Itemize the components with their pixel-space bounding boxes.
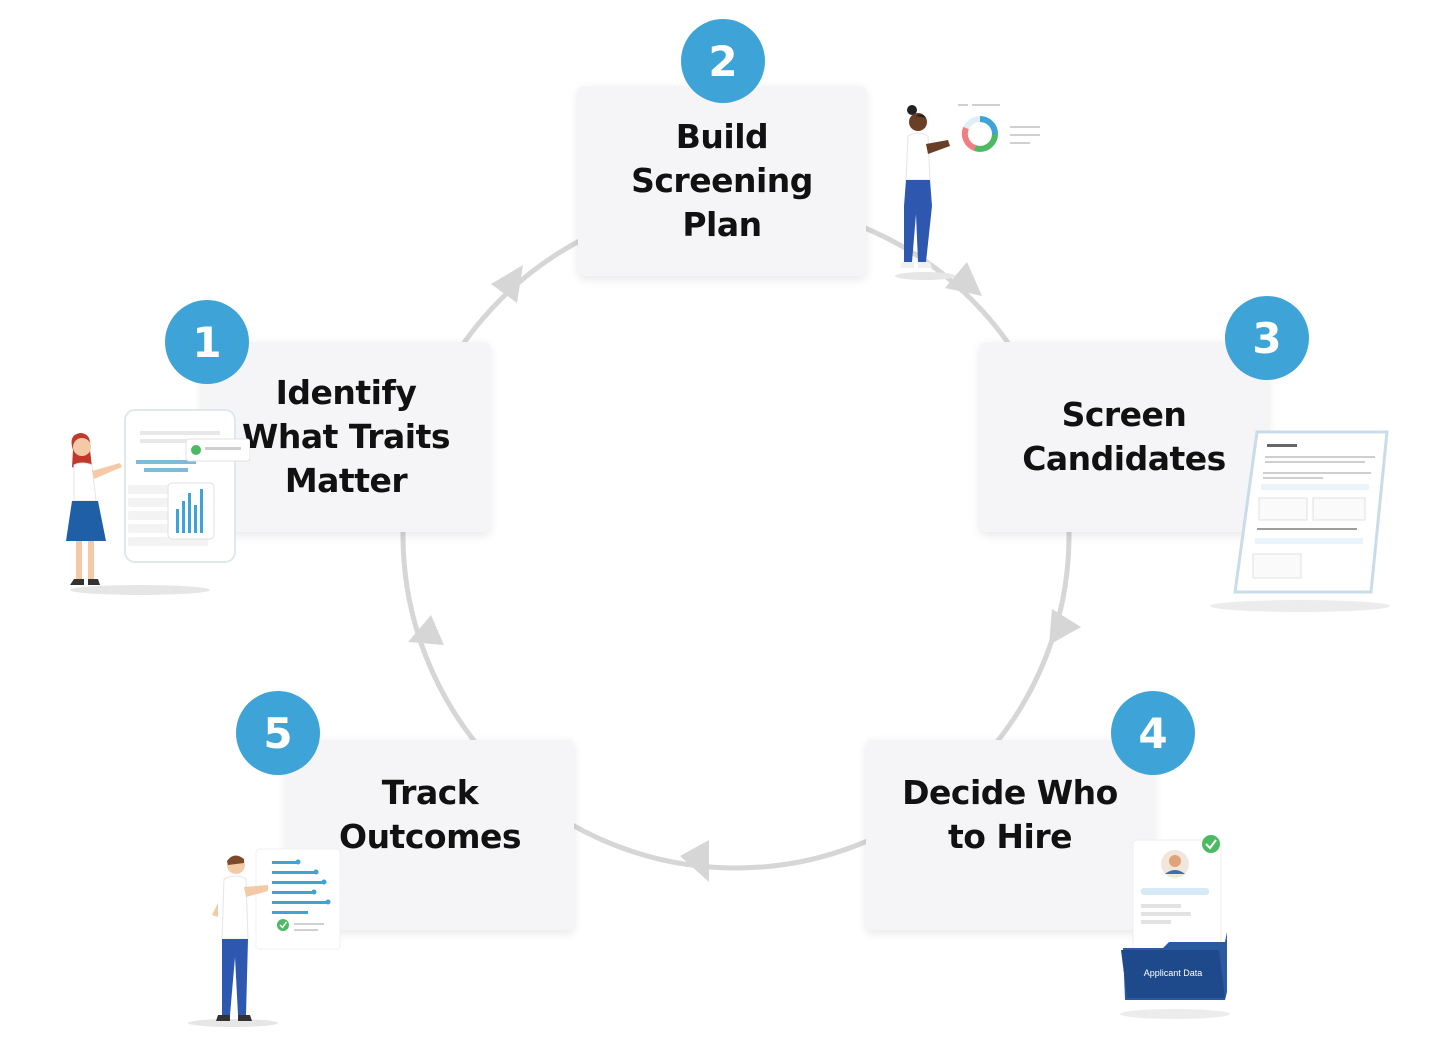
person-with-donut-chart-icon: [890, 96, 1050, 286]
step-label-4: Decide Who to Hire: [902, 771, 1118, 859]
step-label-3: Screen Candidates: [1022, 393, 1226, 481]
folder-label: Applicant Data: [1144, 968, 1203, 978]
step-label-1: Identify What Traits Matter: [241, 371, 451, 503]
arrow-head-1-to-2: [491, 265, 523, 303]
arrow-head-5-to-1: [408, 615, 444, 645]
step-2-line-1: Build: [675, 117, 769, 156]
step-number-badge-1: 1: [165, 300, 249, 384]
step-number-badge-3: 3: [1225, 296, 1309, 380]
step-card-4: Decide Who to Hire: [866, 740, 1154, 930]
step-1-line-1: Identify: [275, 373, 417, 412]
step-2-line-2: Screening: [631, 161, 813, 200]
step-5-line-2: Outcomes: [339, 817, 521, 856]
step-1-line-2: What Traits: [241, 417, 451, 456]
step-4-line-2: to Hire: [947, 817, 1073, 856]
step-label-2: Build Screening Plan: [631, 115, 813, 247]
arrow-head-3-to-4: [1049, 609, 1081, 645]
step-2-line-3: Plan: [682, 205, 762, 244]
step-3-line-1: Screen: [1061, 395, 1187, 434]
step-number-badge-5: 5: [236, 691, 320, 775]
person-with-phone-survey-icon: [40, 405, 250, 605]
step-3-line-2: Candidates: [1022, 439, 1226, 478]
arrow-head-2-to-3: [945, 262, 982, 296]
step-number-badge-4: 4: [1111, 691, 1195, 775]
step-card-1: Identify What Traits Matter: [202, 342, 490, 532]
person-with-list-chart-icon: [188, 845, 348, 1030]
step-label-5: Track Outcomes: [339, 771, 521, 859]
arrow-head-4-to-5: [680, 840, 709, 882]
applicant-folder-icon: Applicant Data: [1115, 832, 1245, 1022]
step-card-2: Build Screening Plan: [578, 86, 866, 276]
step-number-badge-2: 2: [681, 19, 765, 103]
interview-document-icon: [1195, 428, 1395, 618]
step-4-line-1: Decide Who: [902, 773, 1118, 812]
step-1-line-3: Matter: [284, 461, 408, 500]
step-5-line-1: Track: [381, 773, 479, 812]
step-card-3: Screen Candidates: [980, 342, 1268, 532]
